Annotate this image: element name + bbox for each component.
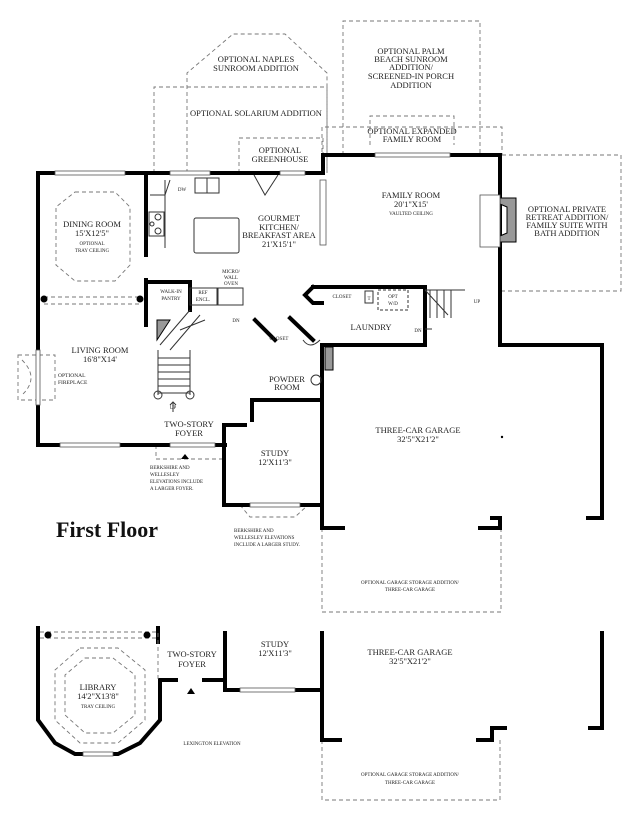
family-room-note: VAULTED CEILING [389,212,433,217]
hearth [479,194,501,248]
cooktop-icon [148,211,165,237]
column-icon [40,295,48,303]
closet-label: CLOSET [333,295,352,300]
optional-fireplace-outline [17,354,56,401]
lexington-elevation-plan [36,626,604,757]
toilet-icon [310,374,322,386]
garage-storage-outline-lower [321,740,501,801]
kitchen-island [193,217,240,254]
closet-label-2: CLOSET [270,337,289,342]
first-floor-walls [35,152,604,530]
staircase [153,289,465,412]
palm-beach-outline [342,20,481,155]
larger-foyer-outline [155,445,224,460]
private-retreat-outline [502,154,622,292]
door-swing [253,174,279,196]
fireplace-icon [499,197,517,243]
solarium-outline [153,86,328,173]
garage-storage-label: OPTIONAL GARAGE STORAGE ADDITION/THREE-C… [361,581,460,593]
lexington-note: LEXINGTON ELEVATION [183,742,241,747]
laundry-label: LAUNDRY [350,322,391,332]
larger-study-outline [239,504,309,518]
library-note: TRAY CEILING [81,705,116,710]
garage-storage-outline [321,528,502,613]
powder-sink-icon [302,339,321,346]
stair-up-label-2: UP [474,300,481,305]
column-icon [136,295,144,303]
expanded-family-outline [321,115,503,173]
dw-label: DW [178,188,187,193]
dining-tray-ceiling [55,191,131,282]
dining-beam [44,296,140,305]
solarium-label: OPTIONAL SOLARIUM ADDITION [190,108,322,118]
floor-title: First Floor [56,517,158,542]
lower-garage-storage-label: OPTIONAL GARAGE STORAGE ADDITION/THREE-C… [361,773,460,786]
kitchen-fixtures [148,174,279,306]
laundry-dn-label: DN [414,329,422,334]
stair-up-label: UP [170,406,177,411]
stair-dn-label: DN [232,319,240,324]
optional-areas [17,20,622,801]
toilet-label: T [367,297,370,302]
